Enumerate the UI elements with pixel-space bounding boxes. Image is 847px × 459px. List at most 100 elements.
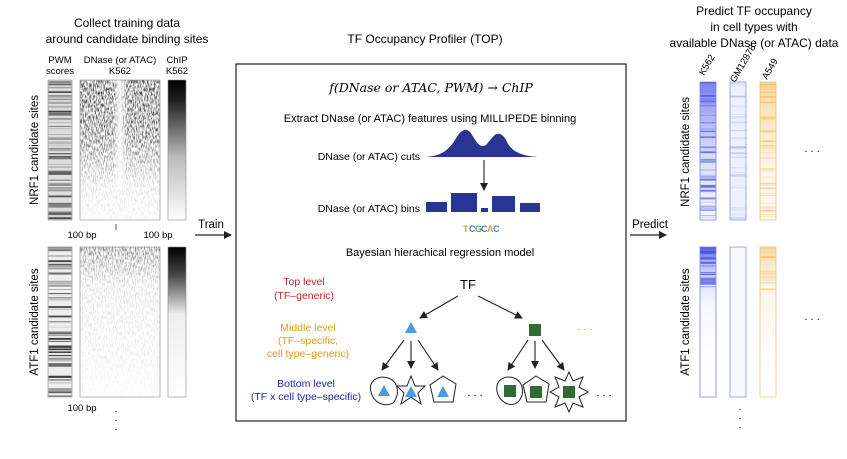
heatmap-stripe bbox=[48, 268, 72, 270]
heatmap-stripe bbox=[760, 187, 776, 190]
heatmap-stripe bbox=[48, 126, 72, 127]
heatmap-stripe bbox=[700, 261, 716, 264]
heatmap-stripe bbox=[760, 182, 776, 185]
heatmap-stripe bbox=[730, 146, 746, 148]
bottom-node-5 bbox=[522, 375, 550, 403]
heatmap-stripe bbox=[760, 151, 776, 154]
heatmap-stripe bbox=[700, 151, 716, 154]
heatmap-stripe bbox=[48, 331, 72, 334]
heatmap-stripe bbox=[760, 144, 776, 146]
heatmap-stripe bbox=[760, 170, 776, 173]
heatmap-stripe bbox=[48, 247, 72, 250]
heatmap-stripe bbox=[700, 272, 716, 274]
nrf1-label-left: NRF1 candidate sites bbox=[29, 95, 41, 205]
heatmap-stripe bbox=[760, 252, 776, 254]
right-ellipsis-bottom: . . . bbox=[804, 311, 819, 323]
heatmap-stripe bbox=[760, 210, 776, 212]
heatmap-stripe bbox=[760, 270, 776, 273]
heatmap-stripe bbox=[48, 351, 72, 354]
heatmap-stripe bbox=[48, 331, 72, 333]
heatmap-stripe bbox=[700, 100, 716, 102]
heatmap-stripe bbox=[48, 156, 72, 158]
heatmap-stripe bbox=[700, 279, 716, 281]
heatmap-stripe bbox=[730, 148, 746, 150]
heatmap-stripe bbox=[48, 187, 72, 189]
heatmap-stripe bbox=[48, 249, 72, 251]
atf1-chip-heatmap bbox=[167, 246, 187, 398]
heatmap-stripe bbox=[48, 334, 72, 335]
heatmap-stripe bbox=[48, 363, 72, 365]
cell-label-k562: K562 bbox=[697, 53, 718, 78]
heatmap-stripe bbox=[700, 98, 716, 100]
mid-ellipsis: . . . bbox=[577, 321, 592, 333]
heatmap-stripe bbox=[700, 136, 716, 138]
heatmap-stripe bbox=[700, 178, 716, 180]
heatmap-stripe bbox=[700, 159, 716, 161]
heatmap-stripe bbox=[760, 248, 776, 250]
mid-triangle-icon bbox=[405, 322, 417, 333]
heatmap-stripe bbox=[760, 272, 776, 274]
right-vdots-2: . bbox=[739, 411, 742, 422]
heatmap-stripe bbox=[48, 112, 72, 114]
heatmap-stripe bbox=[700, 186, 716, 188]
heatmap-stripe bbox=[700, 209, 716, 211]
heatmap-stripe bbox=[48, 134, 72, 135]
heatmap-stripe bbox=[700, 150, 716, 153]
atf1-label-left: ATF1 candidate sites bbox=[29, 268, 41, 375]
heatmap-stripe bbox=[760, 88, 776, 90]
heatmap-stripe bbox=[730, 156, 746, 158]
bottom-level-line2: (TF x cell type–specific) bbox=[251, 391, 361, 403]
heatmap-stripe bbox=[730, 83, 746, 85]
heatmap-stripe bbox=[48, 395, 72, 397]
heatmap-stripe bbox=[730, 130, 746, 131]
heatmap-stripe bbox=[700, 206, 716, 208]
heatmap-stripe bbox=[700, 252, 716, 255]
heatmap-stripe bbox=[48, 163, 72, 165]
heatmap-stripe bbox=[730, 95, 746, 98]
heatmap-stripe bbox=[48, 285, 72, 287]
heatmap-stripe bbox=[48, 326, 72, 328]
nrf1-pwm-heatmap bbox=[47, 79, 73, 221]
heatmap-stripe bbox=[48, 81, 72, 83]
heatmap-stripe bbox=[700, 216, 716, 218]
heatmap-stripe bbox=[700, 273, 716, 275]
train-label: Train bbox=[198, 219, 224, 231]
heatmap-stripe bbox=[760, 279, 776, 281]
heatmap-stripe bbox=[48, 213, 72, 215]
heatmap-stripe bbox=[760, 202, 776, 204]
heatmap-stripe bbox=[700, 277, 716, 279]
heatmap-stripe bbox=[48, 391, 72, 394]
heatmap-stripe bbox=[760, 256, 776, 258]
cuts-label: DNase (or ATAC) cuts bbox=[318, 151, 420, 163]
svg-text:C: C bbox=[493, 224, 500, 234]
heatmap-stripe bbox=[48, 338, 72, 340]
heatmap-stripe bbox=[730, 114, 746, 115]
heatmap-stripe bbox=[730, 117, 746, 119]
bottom-ellipsis-2: . . . bbox=[596, 387, 611, 399]
heatmap-stripe bbox=[48, 340, 72, 342]
heatmap-stripe bbox=[48, 365, 72, 367]
heatmap-stripe bbox=[730, 84, 746, 86]
heatmap-stripe bbox=[48, 96, 72, 99]
bins-label: DNase (or ATAC) bins bbox=[318, 203, 420, 215]
heatmap-stripe bbox=[700, 178, 716, 181]
heatmap-stripe bbox=[730, 167, 746, 169]
heatmap-stripe bbox=[700, 130, 716, 133]
nrf1-dnase-heatmap bbox=[79, 79, 161, 221]
col-header-chip-1: ChIP bbox=[166, 55, 187, 66]
atf1-label-right: ATF1 candidate sites bbox=[680, 268, 692, 375]
cell-label-a549: A549 bbox=[760, 57, 781, 82]
bp-right-label: 100 bp bbox=[143, 230, 172, 241]
right-vdots-3: . bbox=[739, 420, 742, 431]
heatmap-stripe bbox=[48, 92, 72, 93]
heatmap-stripe bbox=[700, 265, 716, 267]
heatmap-stripe bbox=[730, 217, 746, 219]
heatmap-stripe bbox=[700, 176, 716, 178]
heatmap-stripe bbox=[760, 96, 776, 98]
heatmap-stripe bbox=[48, 106, 72, 108]
predict-label: Predict bbox=[632, 219, 669, 231]
heatmap-stripe bbox=[48, 315, 72, 318]
heatmap-stripe bbox=[760, 256, 776, 258]
middle-level-line1: Middle level bbox=[280, 322, 335, 334]
